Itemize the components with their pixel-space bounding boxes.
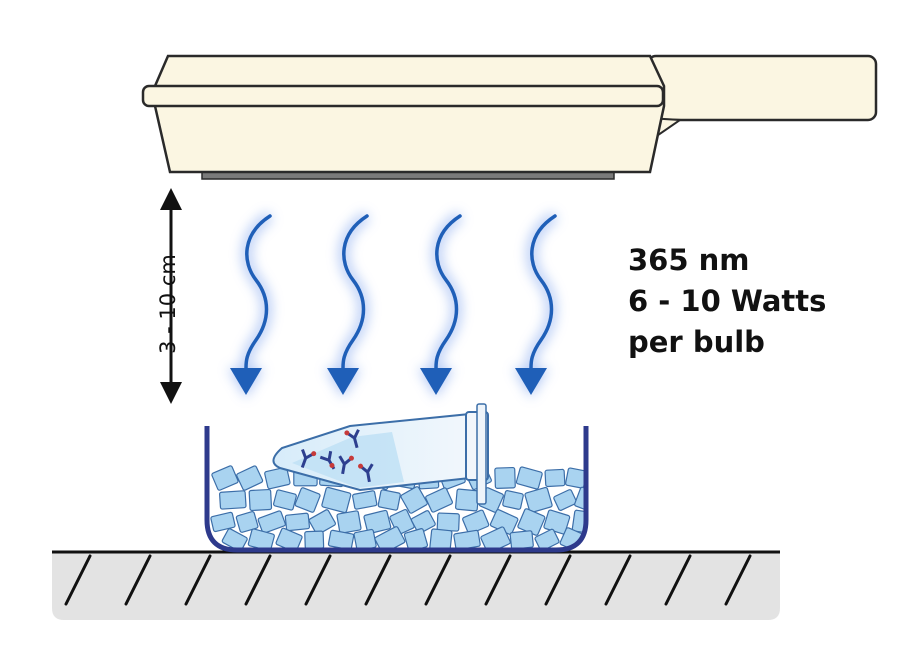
ice-cube xyxy=(425,487,453,513)
antibody-icon xyxy=(319,450,336,470)
microcentrifuge-tube-icon xyxy=(272,403,490,505)
ice-cube xyxy=(352,490,378,510)
ice-cube xyxy=(235,511,259,533)
ice-cube xyxy=(429,528,453,550)
ice-cube xyxy=(294,487,321,513)
antibody-icon xyxy=(338,455,354,475)
ice-cube xyxy=(453,529,481,550)
ice-bath-icon xyxy=(204,403,589,553)
ice-cube xyxy=(515,466,543,490)
ice-cube xyxy=(304,530,325,550)
uv-light-wave-icon xyxy=(230,214,272,395)
ice-cube xyxy=(236,465,264,491)
uv-light-wave-icon xyxy=(420,214,462,395)
ice-cube xyxy=(524,486,553,514)
uv-light-wave-icon xyxy=(515,214,557,395)
ice-cube xyxy=(553,489,578,511)
bench-surface-icon xyxy=(52,550,780,620)
ice-bath-container xyxy=(204,426,589,553)
distance-label: 3 - 10 cm xyxy=(156,254,180,354)
distance-arrow xyxy=(160,188,182,404)
ice-cube xyxy=(264,466,291,490)
ice-cube xyxy=(210,511,236,533)
uv-lamp-icon xyxy=(141,54,878,180)
ice-cube xyxy=(462,509,490,535)
antibody-icon xyxy=(358,463,374,483)
ice-cube xyxy=(308,509,336,535)
ice-cube xyxy=(377,489,401,511)
ice-cube xyxy=(565,467,586,489)
lamp-housing xyxy=(153,54,666,174)
antibody-icon xyxy=(300,448,317,469)
ice-cube xyxy=(327,529,355,550)
ice-cube xyxy=(455,488,480,512)
lamp-rim xyxy=(141,84,665,108)
uv-light-waves xyxy=(228,211,558,398)
ice-cube xyxy=(257,510,286,534)
ice-cube xyxy=(363,509,392,535)
ice-cube xyxy=(436,512,460,532)
ice-cube xyxy=(284,512,311,532)
lamp-handle xyxy=(646,54,878,122)
ice-cube xyxy=(502,490,524,510)
ice-cube xyxy=(400,486,428,514)
ice-cube xyxy=(336,510,362,534)
ice-cube xyxy=(509,530,534,550)
ice-cube xyxy=(534,528,560,550)
uv-light-wave-icon xyxy=(327,214,369,395)
ice-cube xyxy=(494,466,516,489)
ice-cube xyxy=(211,465,239,491)
ice-cube xyxy=(544,468,566,488)
ice-cube xyxy=(410,510,436,534)
antibody-icon xyxy=(344,429,360,449)
ice-cube xyxy=(248,488,273,512)
uv-specifications: 365 nm 6 - 10 Watts per bulb xyxy=(628,240,826,363)
ice-cube xyxy=(321,486,352,514)
power-label: 6 - 10 Watts xyxy=(628,284,827,318)
wavelength-label: 365 nm xyxy=(628,243,750,277)
ice-cube xyxy=(272,489,297,511)
per-bulb-label: per bulb xyxy=(628,325,765,359)
ice-cube xyxy=(219,490,247,510)
ice-cube xyxy=(221,528,248,550)
